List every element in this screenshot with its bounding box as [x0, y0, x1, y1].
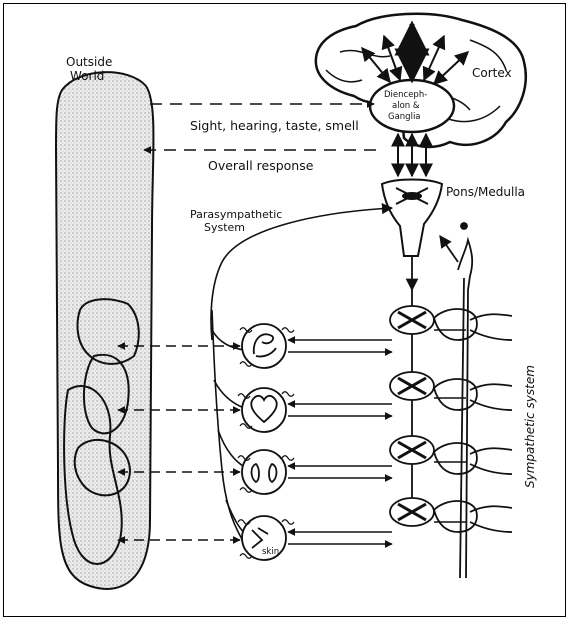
diencephalon-label: Dienceph-	[384, 90, 427, 100]
world-organ-arrows	[117, 342, 241, 544]
outside-world-body	[54, 71, 155, 590]
parasympathetic-label: Parasympathetic	[190, 208, 282, 221]
diencephalon-label-3: Ganglia	[388, 112, 421, 122]
outside-world-label-2: World	[70, 69, 104, 83]
skin-label: skin	[262, 547, 279, 557]
organ-spinal-arrows	[287, 329, 466, 548]
pons-medulla	[380, 178, 444, 257]
organ-nerve-squiggles	[237, 327, 295, 559]
outside-world-label: Outside	[66, 55, 112, 69]
brainstem-arrows	[391, 132, 433, 178]
spinal-segments	[389, 305, 435, 527]
organ-circles	[241, 323, 287, 561]
response-label: Overall response	[208, 158, 314, 173]
spinal-segment-2	[389, 371, 435, 401]
sensory-arrows	[143, 100, 376, 154]
muscle-organ	[241, 323, 287, 369]
kidney-organ	[241, 449, 287, 495]
figure-frame	[3, 3, 566, 617]
cortex-radial-arrows	[361, 20, 470, 85]
cortex-label: Cortex	[472, 66, 512, 80]
parasympathetic-nerve	[210, 202, 394, 547]
spinal-segment-4	[389, 497, 435, 527]
spinal-segment-3	[389, 435, 435, 465]
spinal-segment-1	[389, 305, 435, 335]
sympathetic-chain	[433, 222, 513, 579]
skin-organ	[241, 515, 287, 561]
pons-label: Pons/Medulla	[446, 185, 525, 199]
diencephalon-label-2: alon &	[392, 101, 420, 111]
sympathetic-label: Sympathetic system	[523, 365, 537, 488]
parasympathetic-label-2: System	[204, 221, 245, 234]
sensory-label: Sight, hearing, taste, smell	[190, 118, 359, 133]
heart-organ	[241, 387, 287, 433]
